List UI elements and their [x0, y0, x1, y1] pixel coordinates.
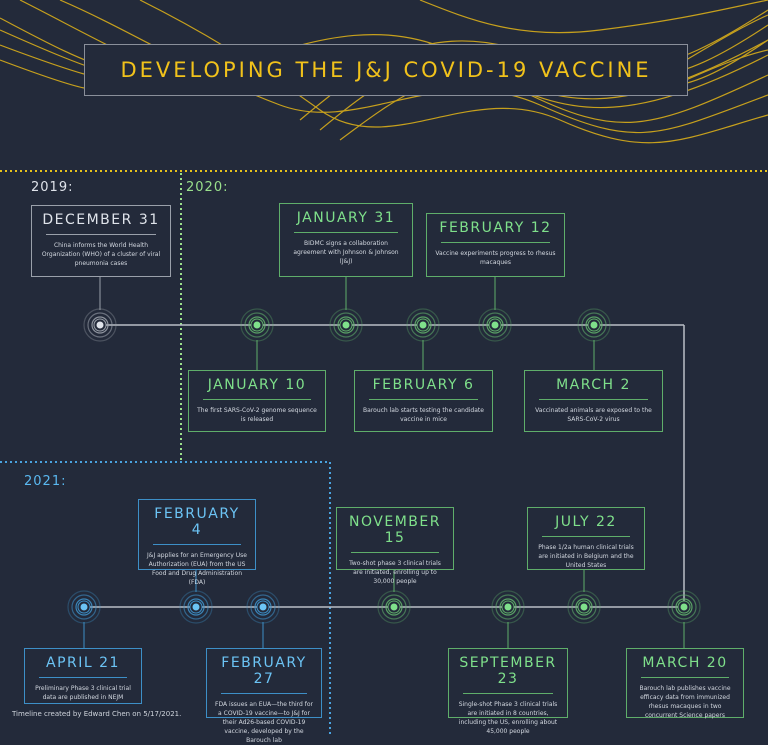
event-card-jul22: JULY 22 Phase 1/2a human clinical trials…	[527, 507, 645, 570]
event-card-jan31: JANUARY 31 BIDMC signs a collaboration a…	[279, 203, 413, 277]
event-description: Two-shot phase 3 clinical trials are ini…	[349, 560, 441, 585]
event-date: FEBRUARY 27	[221, 655, 307, 687]
year-label-2021: 2021:	[24, 474, 67, 489]
event-description: Preliminary Phase 3 clinical trial data …	[35, 685, 131, 701]
timeline-node	[377, 590, 411, 624]
event-date: SEPTEMBER 23	[459, 655, 557, 687]
event-description: China informs the World Health Organizat…	[41, 242, 161, 267]
event-description: Barouch lab starts testing the candidate…	[363, 407, 484, 423]
event-description: Vaccine experiments progress to rhesus m…	[435, 250, 556, 266]
event-date: APRIL 21	[46, 655, 120, 671]
event-card-feb27: FEBRUARY 27 FDA issues an EUA—the third …	[206, 648, 322, 744]
event-card-feb6: FEBRUARY 6 Barouch lab starts testing th…	[354, 370, 493, 432]
timeline-node	[567, 590, 601, 624]
event-card-mar20: MARCH 20 Barouch lab publishes vaccine e…	[626, 648, 744, 719]
event-card-mar2: MARCH 2 Vaccinated animals are exposed t…	[524, 370, 663, 432]
timeline-node	[67, 590, 101, 624]
event-date: FEBRUARY 12	[439, 220, 552, 236]
timeline-node	[240, 308, 274, 342]
timeline-node	[577, 308, 611, 342]
credit-note: Timeline created by Edward Chen on 5/17/…	[12, 710, 182, 718]
timeline-node	[406, 308, 440, 342]
timeline-node	[83, 308, 117, 342]
event-description: BIDMC signs a collaboration agreement wi…	[293, 240, 399, 265]
event-description: Phase 1/2a human clinical trials are ini…	[538, 544, 634, 569]
event-description: Barouch lab publishes vaccine efficacy d…	[639, 685, 731, 719]
year-label-2020: 2020:	[186, 180, 229, 195]
event-date: FEBRUARY 4	[154, 506, 240, 538]
event-card-dec31: DECEMBER 31 China informs the World Heal…	[31, 205, 171, 277]
event-description: Single-shot Phase 3 clinical trials are …	[458, 701, 558, 735]
event-date: MARCH 20	[642, 655, 728, 671]
page-title: DEVELOPING THE J&J COVID-19 VACCINE	[120, 58, 652, 82]
event-card-jan10: JANUARY 10 The first SARS-CoV-2 genome s…	[188, 370, 326, 432]
event-card-feb4: FEBRUARY 4 J&J applies for an Emergency …	[138, 499, 256, 586]
event-date: FEBRUARY 6	[372, 377, 475, 393]
event-description: FDA issues an EUA—the third for a COVID-…	[215, 701, 314, 744]
timeline-node	[329, 308, 363, 342]
connectors	[83, 277, 685, 648]
timeline-node	[491, 590, 525, 624]
timeline-node	[179, 590, 213, 624]
title-banner: DEVELOPING THE J&J COVID-19 VACCINE	[84, 44, 688, 96]
timeline-node	[478, 308, 512, 342]
timeline-node	[246, 590, 280, 624]
timeline-node	[667, 590, 701, 624]
event-card-sep23: SEPTEMBER 23 Single-shot Phase 3 clinica…	[448, 648, 568, 735]
event-date: MARCH 2	[556, 377, 631, 393]
event-card-feb12: FEBRUARY 12 Vaccine experiments progress…	[426, 213, 565, 277]
event-date: JANUARY 31	[296, 210, 396, 226]
event-date: JULY 22	[555, 514, 617, 530]
event-date: JANUARY 10	[207, 377, 307, 393]
event-description: The first SARS-CoV-2 genome sequence is …	[197, 407, 317, 423]
year-label-2019: 2019:	[31, 180, 74, 195]
event-date: NOVEMBER 15	[349, 514, 441, 546]
event-description: Vaccinated animals are exposed to the SA…	[535, 407, 652, 423]
event-date: DECEMBER 31	[42, 212, 160, 228]
event-description: J&J applies for an Emergency Use Authori…	[147, 552, 247, 586]
event-card-nov15: NOVEMBER 15 Two-shot phase 3 clinical tr…	[336, 507, 454, 585]
event-card-apr21: APRIL 21 Preliminary Phase 3 clinical tr…	[24, 648, 142, 704]
